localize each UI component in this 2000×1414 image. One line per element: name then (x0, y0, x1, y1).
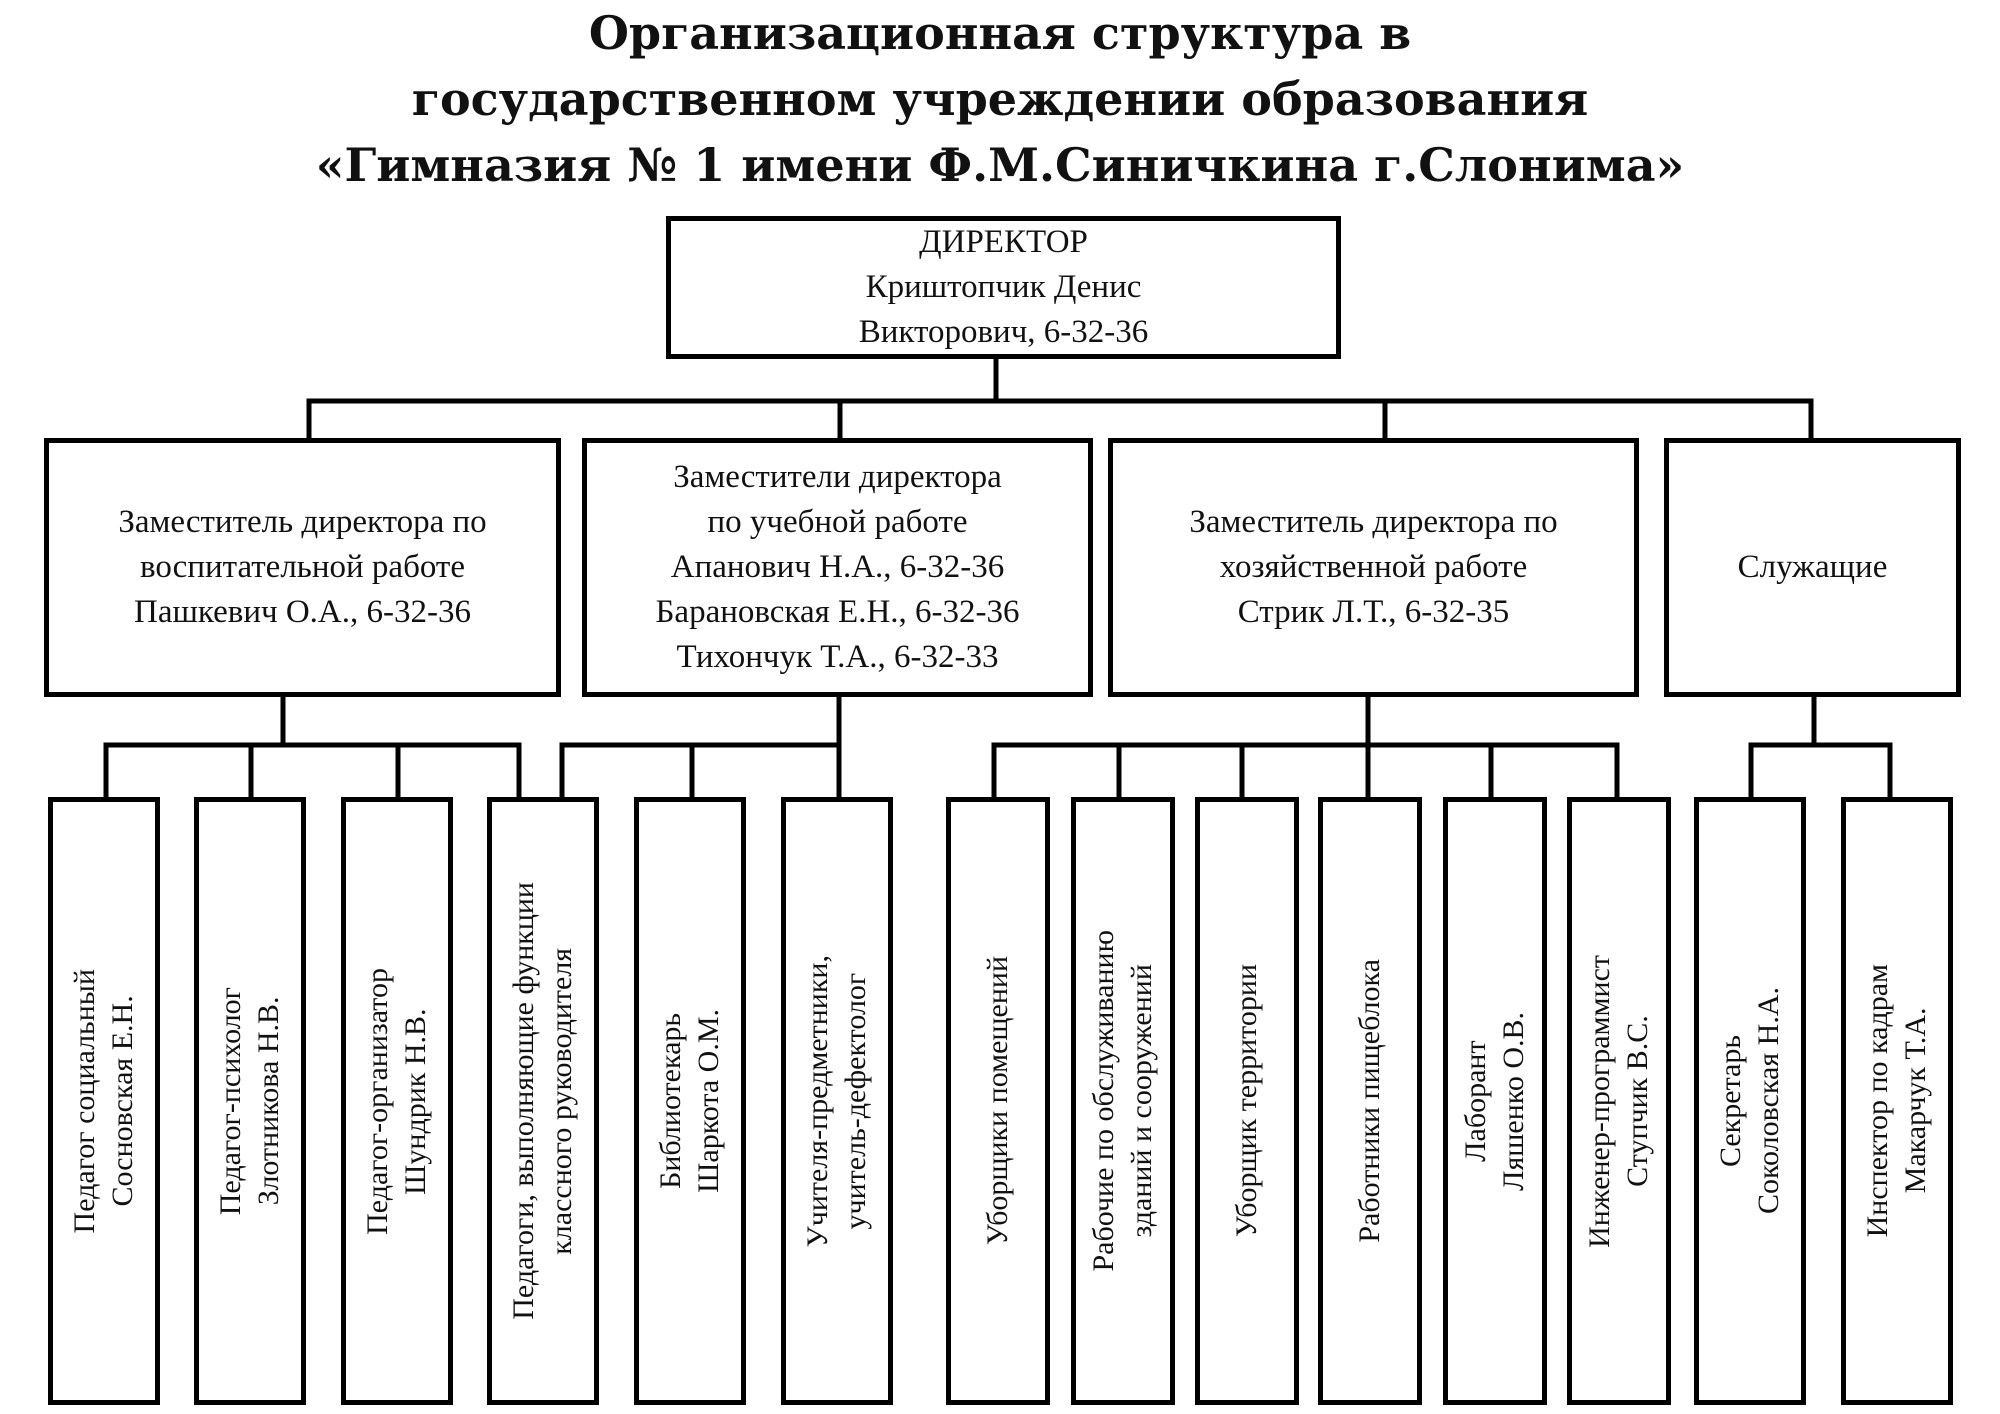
deputy-2-line-4: Барановская Е.Н., 6-32-36 (655, 594, 1020, 630)
staff-box-9: Уборщик территории (1195, 797, 1299, 1405)
deputy-1-line-1: Заместитель директора по (118, 504, 487, 540)
deputy-box-upbringing: Заместитель директора по воспитательной … (44, 438, 561, 697)
deputy-1-line-3: Пашкевич О.А., 6-32-36 (134, 594, 471, 630)
chart-title: Организационная структура в государствен… (0, 0, 2000, 198)
deputy-2-line-1: Заместители директора (673, 459, 1002, 495)
director-box: ДИРЕКТОР Криштопчик Денис Викторович, 6-… (666, 216, 1341, 359)
deputy-3-line-3: Стрик Л.Т., 6-32-35 (1237, 594, 1510, 630)
deputy-2-line-3: Апанович Н.А., 6-32-36 (670, 549, 1005, 585)
staff-box-10: Работники пищеблока (1318, 797, 1422, 1405)
deputy-box-economic: Заместитель директора по хозяйственной р… (1108, 438, 1639, 697)
title-line-2: государственном учреждении образования (411, 72, 1589, 126)
deputy-3-line-1: Заместитель директора по (1189, 504, 1558, 540)
title-line-1: Организационная структура в (588, 6, 1412, 60)
director-role: ДИРЕКТОР (919, 224, 1088, 260)
deputy-box-employees: Служащие (1664, 438, 1961, 697)
director-name-line-2: Викторович, 6-32-36 (858, 314, 1149, 350)
deputy-1-line-2: воспитательной работе (140, 549, 465, 585)
staff-box-6: Учителя-предметники,учитель-дефектолог (781, 797, 893, 1405)
deputy-2-line-5: Тихончук Т.А., 6-32-33 (676, 639, 999, 675)
deputy-2-line-2: по учебной работе (707, 504, 968, 540)
title-line-3: «Гимназия № 1 имени Ф.М.Синичкина г.Слон… (315, 138, 1685, 192)
director-name-line-1: Криштопчик Денис (865, 269, 1142, 305)
staff-box-7: Уборщики помещений (946, 797, 1050, 1405)
deputy-4-line-1: Служащие (1737, 549, 1888, 585)
deputy-3-line-2: хозяйственной работе (1219, 549, 1528, 585)
deputy-box-academic: Заместители директора по учебной работе … (582, 438, 1093, 697)
